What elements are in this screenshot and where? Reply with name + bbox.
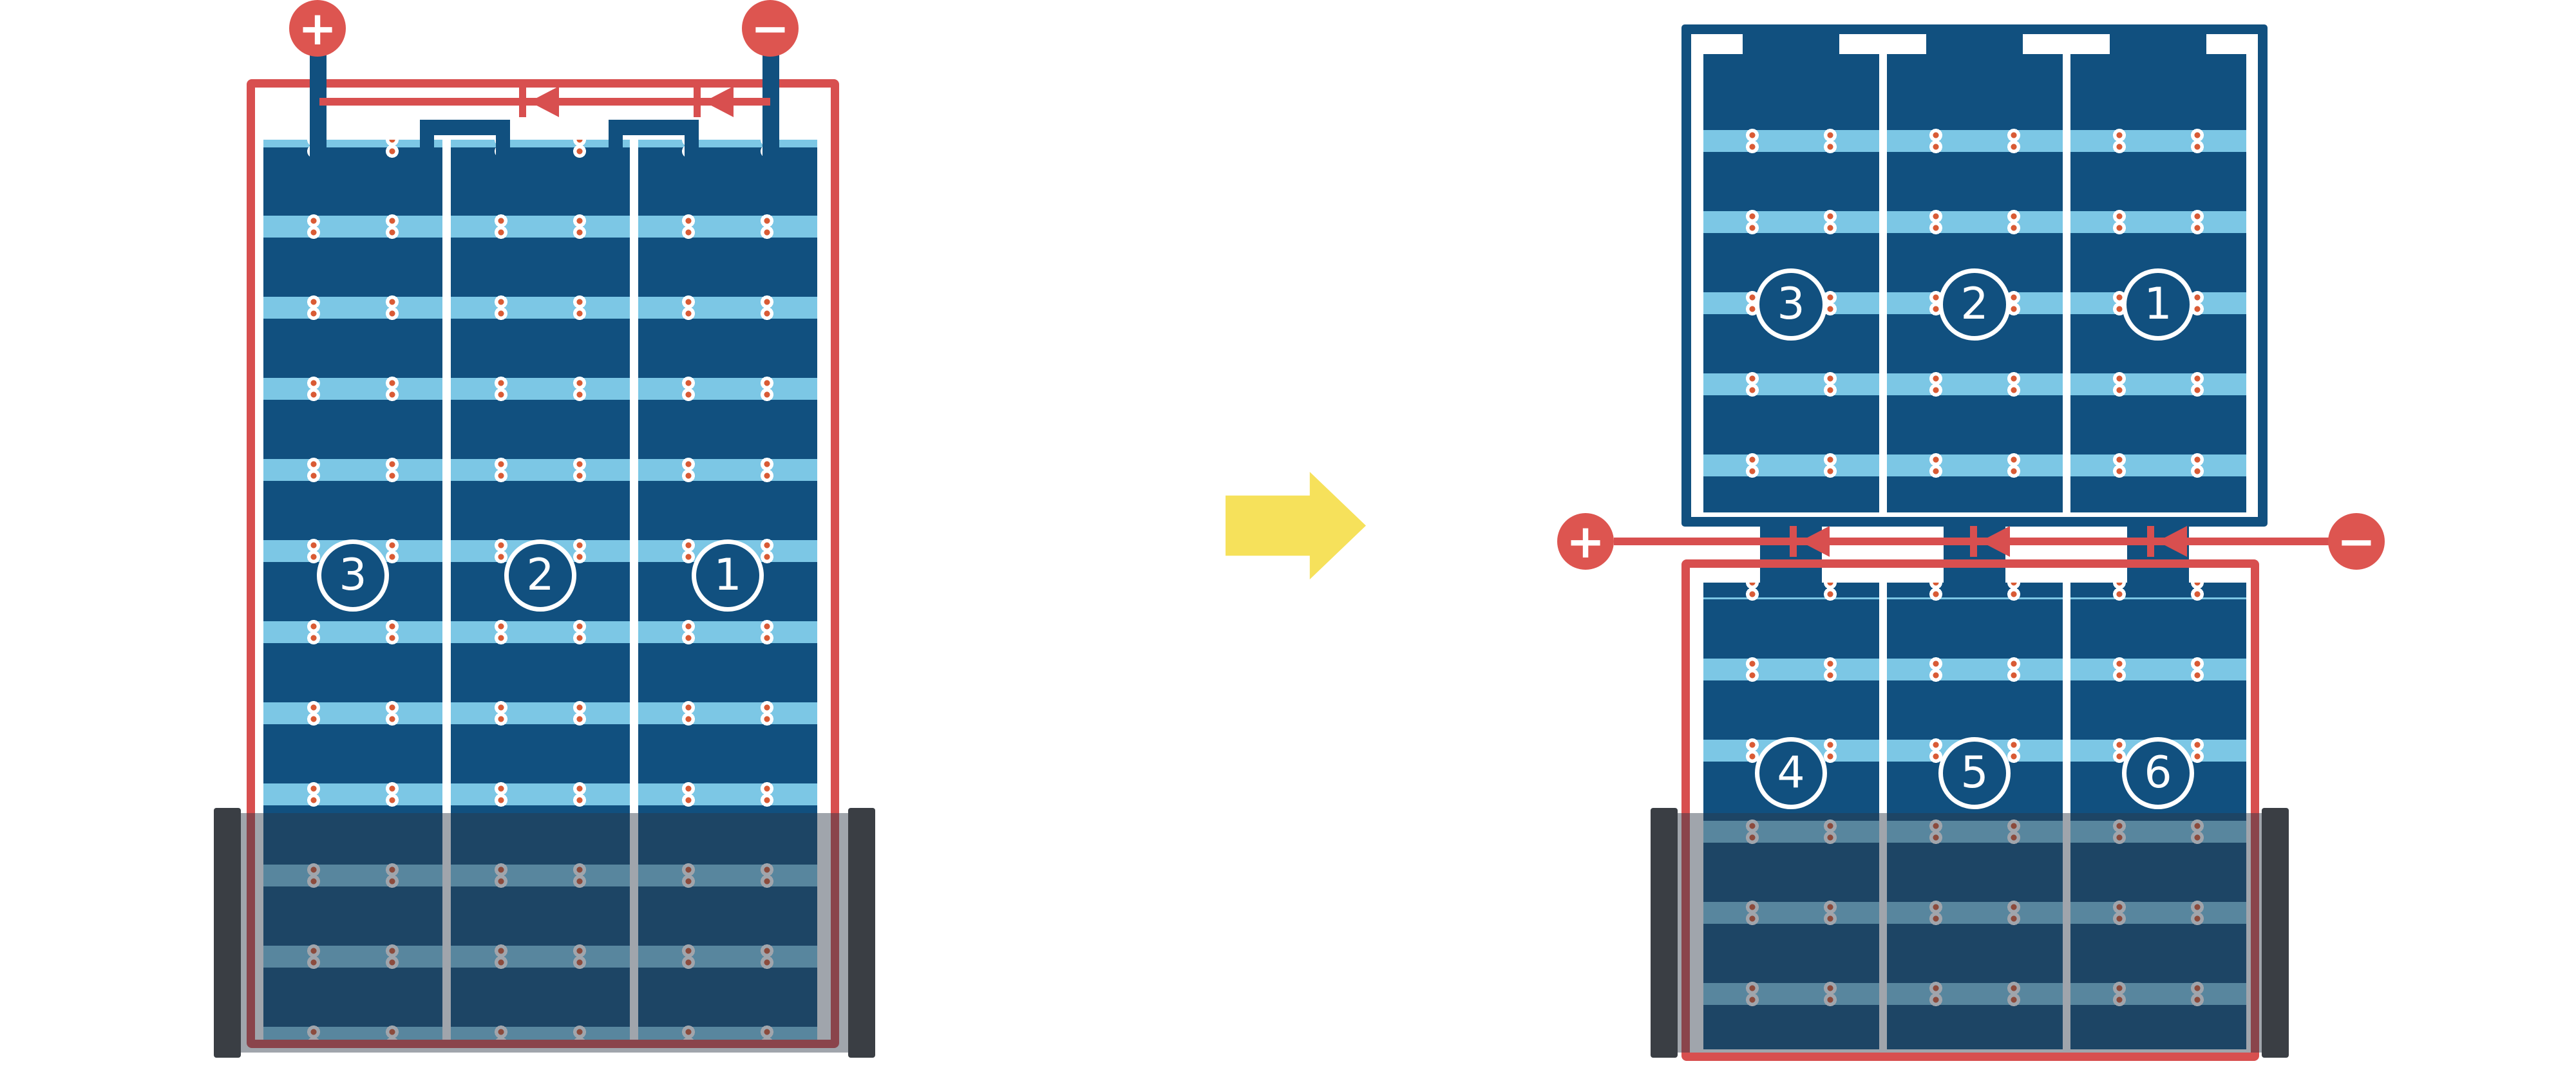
left-panel-circuit-frame [247,79,839,1048]
string-number-badge: 2 [504,539,576,612]
right-top-module-frame [1681,24,2268,527]
string-number-badge: 1 [2122,268,2194,341]
right-bottom-circuit-frame [1681,559,2259,1061]
string-number-badge: 6 [2122,737,2194,809]
string-top-tab [1743,31,1839,72]
transform-arrow-icon [1226,472,1366,579]
string-bridge-leg [609,120,623,160]
shade-overlay-right [1651,808,2289,1058]
string-top-tab [2110,31,2206,72]
string-number-badge: 4 [1755,737,1827,809]
string-number-badge: 5 [1938,737,2011,809]
string-number-badge: 3 [1755,268,1827,341]
string-number-badge: 1 [692,539,764,612]
plus-terminal-icon: + [289,0,346,57]
shade-edge-bar [1651,808,1678,1058]
minus-terminal-icon: − [742,0,799,57]
string-bridge-leg [685,120,699,160]
shade-edge-bar [214,808,241,1058]
string-bridge-connector [420,120,510,135]
string-bridge-leg [496,120,510,160]
plus-terminal-icon: + [1557,513,1614,570]
shade-edge-bar [2262,808,2289,1058]
minus-terminal-icon: − [2328,513,2385,570]
right-top-cell-area: 3 2 1 [1703,54,2246,512]
string-number-badge: 2 [1938,268,2011,341]
shade-edge-bar [848,808,875,1058]
right-bottom-cell-area: 4 5 6 [1703,583,2246,1049]
string-number-badge: 3 [317,539,389,612]
bottom-cell-string-5 [1887,583,2063,1049]
string-top-tab [1926,31,2023,72]
bottom-cell-string-6 [2070,583,2246,1049]
shade-overlay-left [214,808,875,1058]
left-panel-cell-area: 3 2 1 [263,140,817,1041]
top-cell-string-3 [1703,54,1879,512]
string-bridge-leg [420,120,434,160]
string-bridge-connector [609,120,699,135]
bottom-cell-string-4 [1703,583,1879,1049]
